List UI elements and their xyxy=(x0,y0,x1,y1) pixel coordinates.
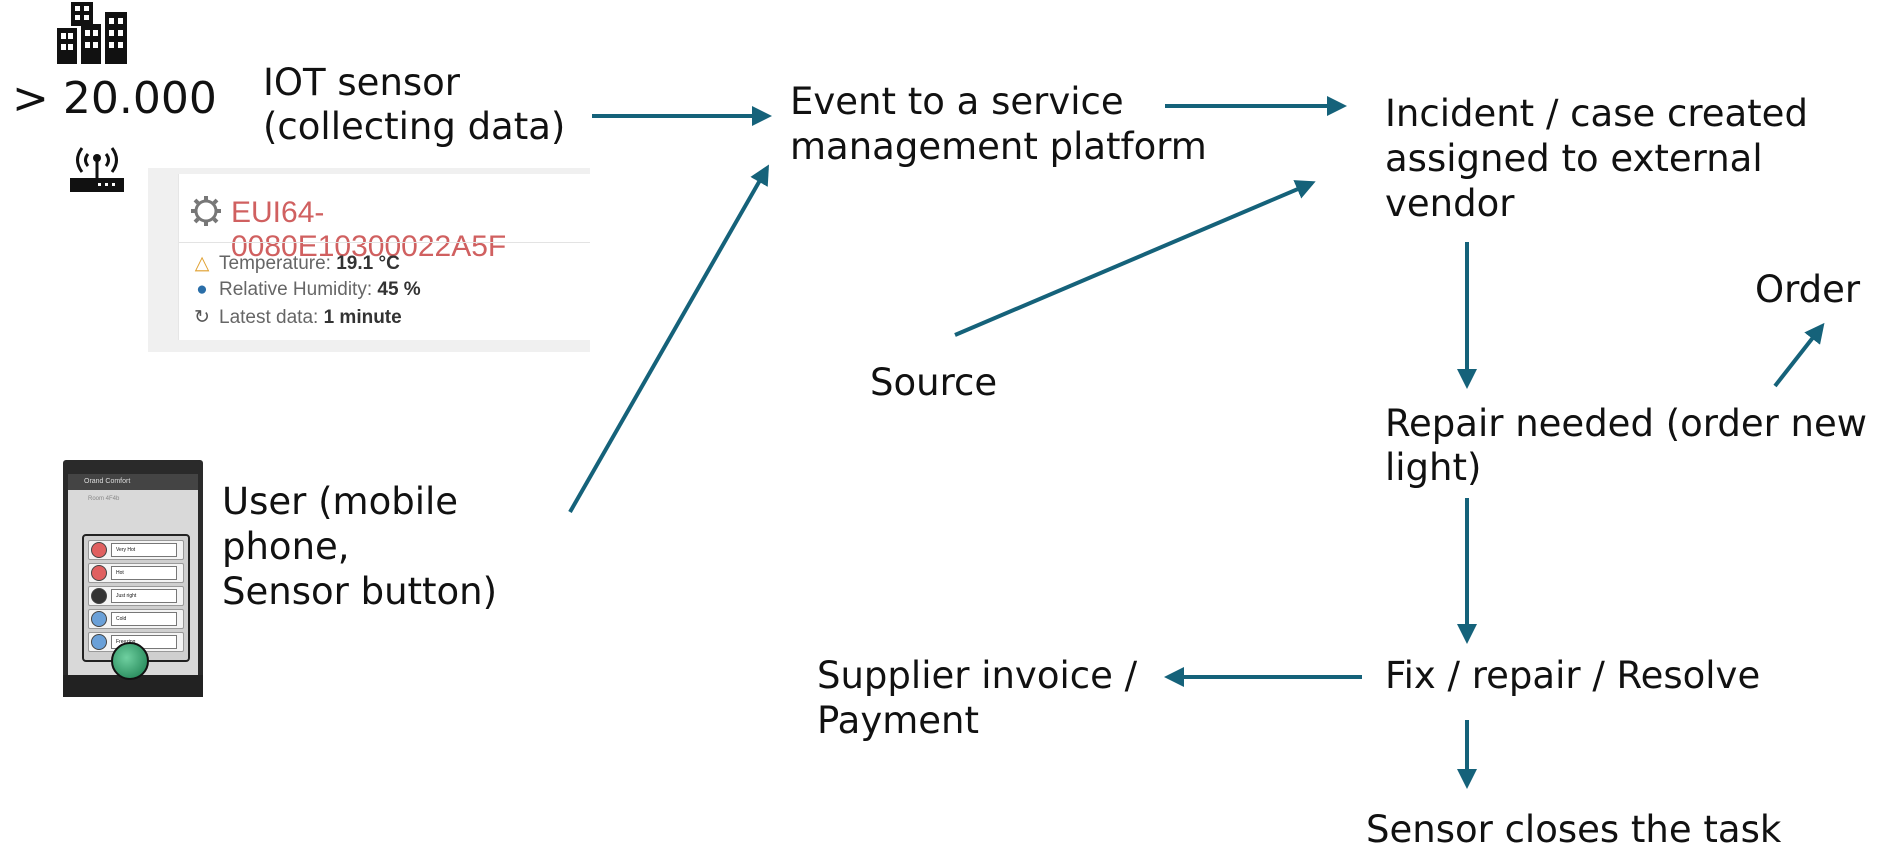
phone-button-list: Very Hot Hot Just right Cold Freezing xyxy=(82,534,190,662)
source-node: Source xyxy=(870,361,998,404)
phone-option: Cold xyxy=(88,609,184,629)
phone-sensor-button xyxy=(111,642,149,680)
sensor-card: EUI64-0080E10300022A5F △ Temperature: 19.… xyxy=(148,168,590,352)
wifi-router-icon xyxy=(70,147,124,192)
phone-option-label: Just right xyxy=(111,589,177,603)
latest-data-row: ↻ Latest data: 1 minute xyxy=(191,306,402,329)
option-dot-icon xyxy=(91,542,107,558)
phone-bottom-bar xyxy=(63,675,203,697)
user-label-line2: phone, xyxy=(222,525,350,568)
invoice-node-line1: Supplier invoice / xyxy=(817,654,1138,697)
arrow-user-to-event xyxy=(568,164,769,513)
phone-option-label: Very Hot xyxy=(111,543,177,557)
closes-node: Sensor closes the task xyxy=(1366,808,1782,851)
incident-node-line1: Incident / case created xyxy=(1385,92,1808,135)
thermometer-icon: △ xyxy=(194,253,210,274)
history-icon: ↻ xyxy=(194,307,210,328)
order-node: Order xyxy=(1755,268,1861,311)
thumb-up-icon xyxy=(91,588,107,604)
phone-option: Hot xyxy=(88,563,184,583)
phone-room-label: Room 4F4b xyxy=(88,496,120,502)
option-dot-icon xyxy=(91,634,107,650)
phone-app-title: Orand Comfort xyxy=(68,474,198,490)
incident-node-line3: vendor xyxy=(1385,182,1515,225)
event-node-line1: Event to a service xyxy=(790,80,1124,123)
latest-data-value: 1 minute xyxy=(323,307,402,328)
temperature-label: Temperature: xyxy=(219,253,331,274)
temperature-value: 19.1 °C xyxy=(336,253,400,274)
phone-option-label: Cold xyxy=(111,612,177,626)
event-node-line2: management platform xyxy=(790,125,1207,168)
temperature-row: △ Temperature: 19.1 °C xyxy=(191,252,400,275)
repair-node-line1: Repair needed (order new xyxy=(1385,402,1868,445)
option-dot-icon xyxy=(91,565,107,581)
humidity-label: Relative Humidity: xyxy=(219,279,373,300)
repair-node-line2: light) xyxy=(1385,446,1482,489)
humidity-value: 45 % xyxy=(377,279,421,300)
arrow-source-to-incident xyxy=(954,180,1316,337)
phone-screen: Orand Comfort Room 4F4b Very Hot Hot Jus… xyxy=(68,474,198,678)
gear-icon xyxy=(191,196,221,226)
incident-node-line2: assigned to external xyxy=(1385,137,1763,180)
invoice-node-line2: Payment xyxy=(817,699,979,742)
user-label-line1: User (mobile xyxy=(222,480,459,523)
buildings-icon xyxy=(57,2,127,64)
latest-data-label: Latest data: xyxy=(219,307,319,328)
device-id: EUI64-0080E10300022A5F xyxy=(231,196,507,263)
user-label-line3: Sensor button) xyxy=(222,570,498,613)
phone-option: Just right xyxy=(88,586,184,606)
card-divider xyxy=(179,242,590,243)
arrow-repair-to-order xyxy=(1773,322,1825,388)
fix-node: Fix / repair / Resolve xyxy=(1385,654,1761,697)
phone-option: Very Hot xyxy=(88,540,184,560)
phone-option-label: Hot xyxy=(111,566,177,580)
sensor-count: > 20.000 xyxy=(12,73,217,124)
mobile-phone-image: Orand Comfort Room 4F4b Very Hot Hot Jus… xyxy=(63,460,203,697)
iot-sensor-label-line2: (collecting data) xyxy=(263,105,566,148)
droplet-icon: ● xyxy=(196,279,208,300)
option-dot-icon xyxy=(91,611,107,627)
humidity-row: ● Relative Humidity: 45 % xyxy=(191,279,421,301)
iot-sensor-label-line1: IOT sensor xyxy=(263,61,461,104)
